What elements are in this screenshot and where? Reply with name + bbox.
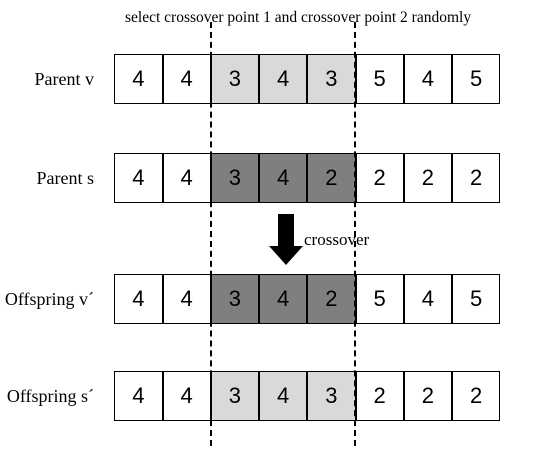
gene-cell: 3 (307, 371, 356, 421)
gene-cell: 5 (452, 274, 501, 324)
gene-cell: 4 (114, 153, 163, 203)
crossover-point-2-line (354, 22, 356, 446)
gene-cell: 3 (210, 54, 259, 104)
gene-cell: 2 (403, 153, 452, 203)
gene-cell: 5 (355, 274, 404, 324)
down-arrow-icon (269, 214, 303, 265)
gene-cell: 2 (452, 153, 501, 203)
row-label: Parent v (34, 69, 94, 89)
diagram-heading: select crossover point 1 and crossover p… (0, 6, 550, 30)
heading-text: select crossover point 1 and crossover p… (125, 9, 472, 26)
gene-cell: 2 (355, 371, 404, 421)
gene-cell: 5 (355, 54, 404, 104)
gene-cell: 2 (307, 274, 356, 324)
gene-cell: 2 (403, 371, 452, 421)
gene-cell: 3 (210, 274, 259, 324)
gene-cell: 4 (162, 153, 211, 203)
crossover-point-1-line (210, 22, 212, 446)
gene-cell: 4 (403, 54, 452, 104)
gene-cell: 4 (114, 371, 163, 421)
gene-cell: 4 (403, 274, 452, 324)
gene-cell: 2 (355, 153, 404, 203)
gene-cell: 2 (452, 371, 501, 421)
gene-cell: 2 (307, 153, 356, 203)
row-label: Parent s (36, 168, 95, 188)
gene-cell: 3 (210, 153, 259, 203)
gene-cell: 4 (114, 274, 163, 324)
gene-cell: 3 (307, 54, 356, 104)
gene-cell: 5 (452, 54, 501, 104)
gene-cell: 4 (259, 274, 308, 324)
row-label: Offspring s´ (6, 386, 94, 406)
gene-cell: 3 (210, 371, 259, 421)
row-label: Offspring v´ (4, 289, 94, 309)
gene-cell: 4 (114, 54, 163, 104)
gene-cell: 4 (259, 153, 308, 203)
gene-cell: 4 (162, 371, 211, 421)
gene-cell: 4 (162, 54, 211, 104)
gene-cell: 4 (259, 54, 308, 104)
gene-cell: 4 (259, 371, 308, 421)
gene-cell: 4 (162, 274, 211, 324)
crossover-label: crossover (304, 230, 370, 249)
